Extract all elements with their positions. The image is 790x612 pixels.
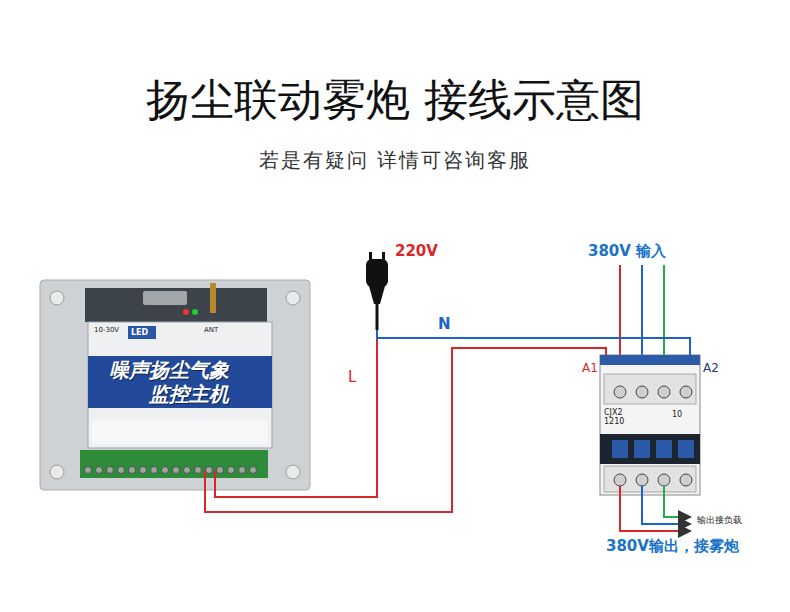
terminal-screws [239,467,246,474]
terminal-screws [206,467,213,474]
antenna-label: ANT [204,326,218,335]
terminal-wires [204,470,206,492]
controller-box: 噪声扬尘气象 监控主机 [38,280,312,492]
output-wires [620,486,690,531]
controller-module [88,322,272,448]
output-wires [642,486,690,524]
contactor-screws [614,474,626,486]
diagram-subtitle: 若是有疑问 详情可咨询客服 [0,146,790,174]
plug-node: 220V [364,242,445,330]
terminal-screws [250,467,257,474]
contactor-screws [680,474,692,486]
contactor [656,440,672,458]
contactor [600,434,700,464]
controller-module [183,309,189,315]
controller-module [286,465,300,479]
terminal-screws [173,467,180,474]
output-wires [620,486,690,531]
model-number: 10 [672,410,682,420]
terminal-wires [214,470,216,492]
contactor [612,440,628,458]
contactor [600,355,700,365]
contactor-screws [658,386,670,398]
controller-module [85,288,267,322]
power-plug [369,252,372,260]
power-plug [369,286,385,304]
wire-label: L [346,368,358,386]
output-wires [664,486,690,517]
wire-connector [215,330,377,497]
node-text: 噪声扬尘气象 监控主机 [101,358,229,406]
power-plug [366,259,388,287]
contactor-screws [614,386,626,398]
contactor-screws [614,386,692,486]
coil-terminal: A2 [703,361,719,375]
controller-module [210,283,216,313]
terminal-screws [129,467,136,474]
terminal-screws [107,467,114,474]
contactor-screws [658,474,670,486]
terminal-screws [195,467,202,474]
wire-connector [377,330,690,355]
contactor [600,355,700,495]
controller-module [50,465,64,479]
power-plug [376,303,379,330]
power-plug [366,252,388,330]
contactor [600,355,700,495]
contactor [604,374,696,404]
controller-module [80,450,268,478]
controller-module [40,280,310,490]
terminal-screws [217,467,224,474]
controller-module [192,309,198,315]
load-note: 输出接负载 [697,515,742,526]
contactor-screws [636,474,648,486]
contactor [634,440,650,458]
wire-connector [205,348,606,512]
power-plug [382,252,385,260]
controller-module [128,326,156,339]
controller-module [50,291,64,305]
terminal-screws [96,467,103,474]
contactor [678,440,694,458]
node-text: 220V [395,242,438,260]
power-range-label: 10-30V [94,326,119,335]
contactor [604,466,696,492]
contactor-box: CJX2 1210 [600,355,700,495]
controller-module [92,420,268,444]
terminal-screws [118,467,125,474]
terminal-screws [140,467,147,474]
led-label: LED [131,327,148,338]
controller-module [88,356,272,408]
controller-module [286,291,300,305]
coil-terminal: A1 [582,361,598,375]
controller-module [143,291,187,305]
diagram-title: 扬尘联动雾炮 接线示意图 [0,72,790,128]
wire-label: N [436,315,453,333]
controller-module [40,280,310,490]
terminal-wires [205,470,215,492]
terminal-screws [85,467,92,474]
output-note: 380V输出，接雾炮 [606,537,739,555]
terminal-screws [85,467,257,474]
input-voltage-label: 380V 输入 [588,242,666,260]
terminal-screws [228,467,235,474]
terminal-screws [184,467,191,474]
terminal-screws [162,467,169,474]
contactor-screws [680,386,692,398]
node-text: CJX2 1210 [604,408,632,426]
terminal-screws [151,467,158,474]
contactor-screws [636,386,648,398]
